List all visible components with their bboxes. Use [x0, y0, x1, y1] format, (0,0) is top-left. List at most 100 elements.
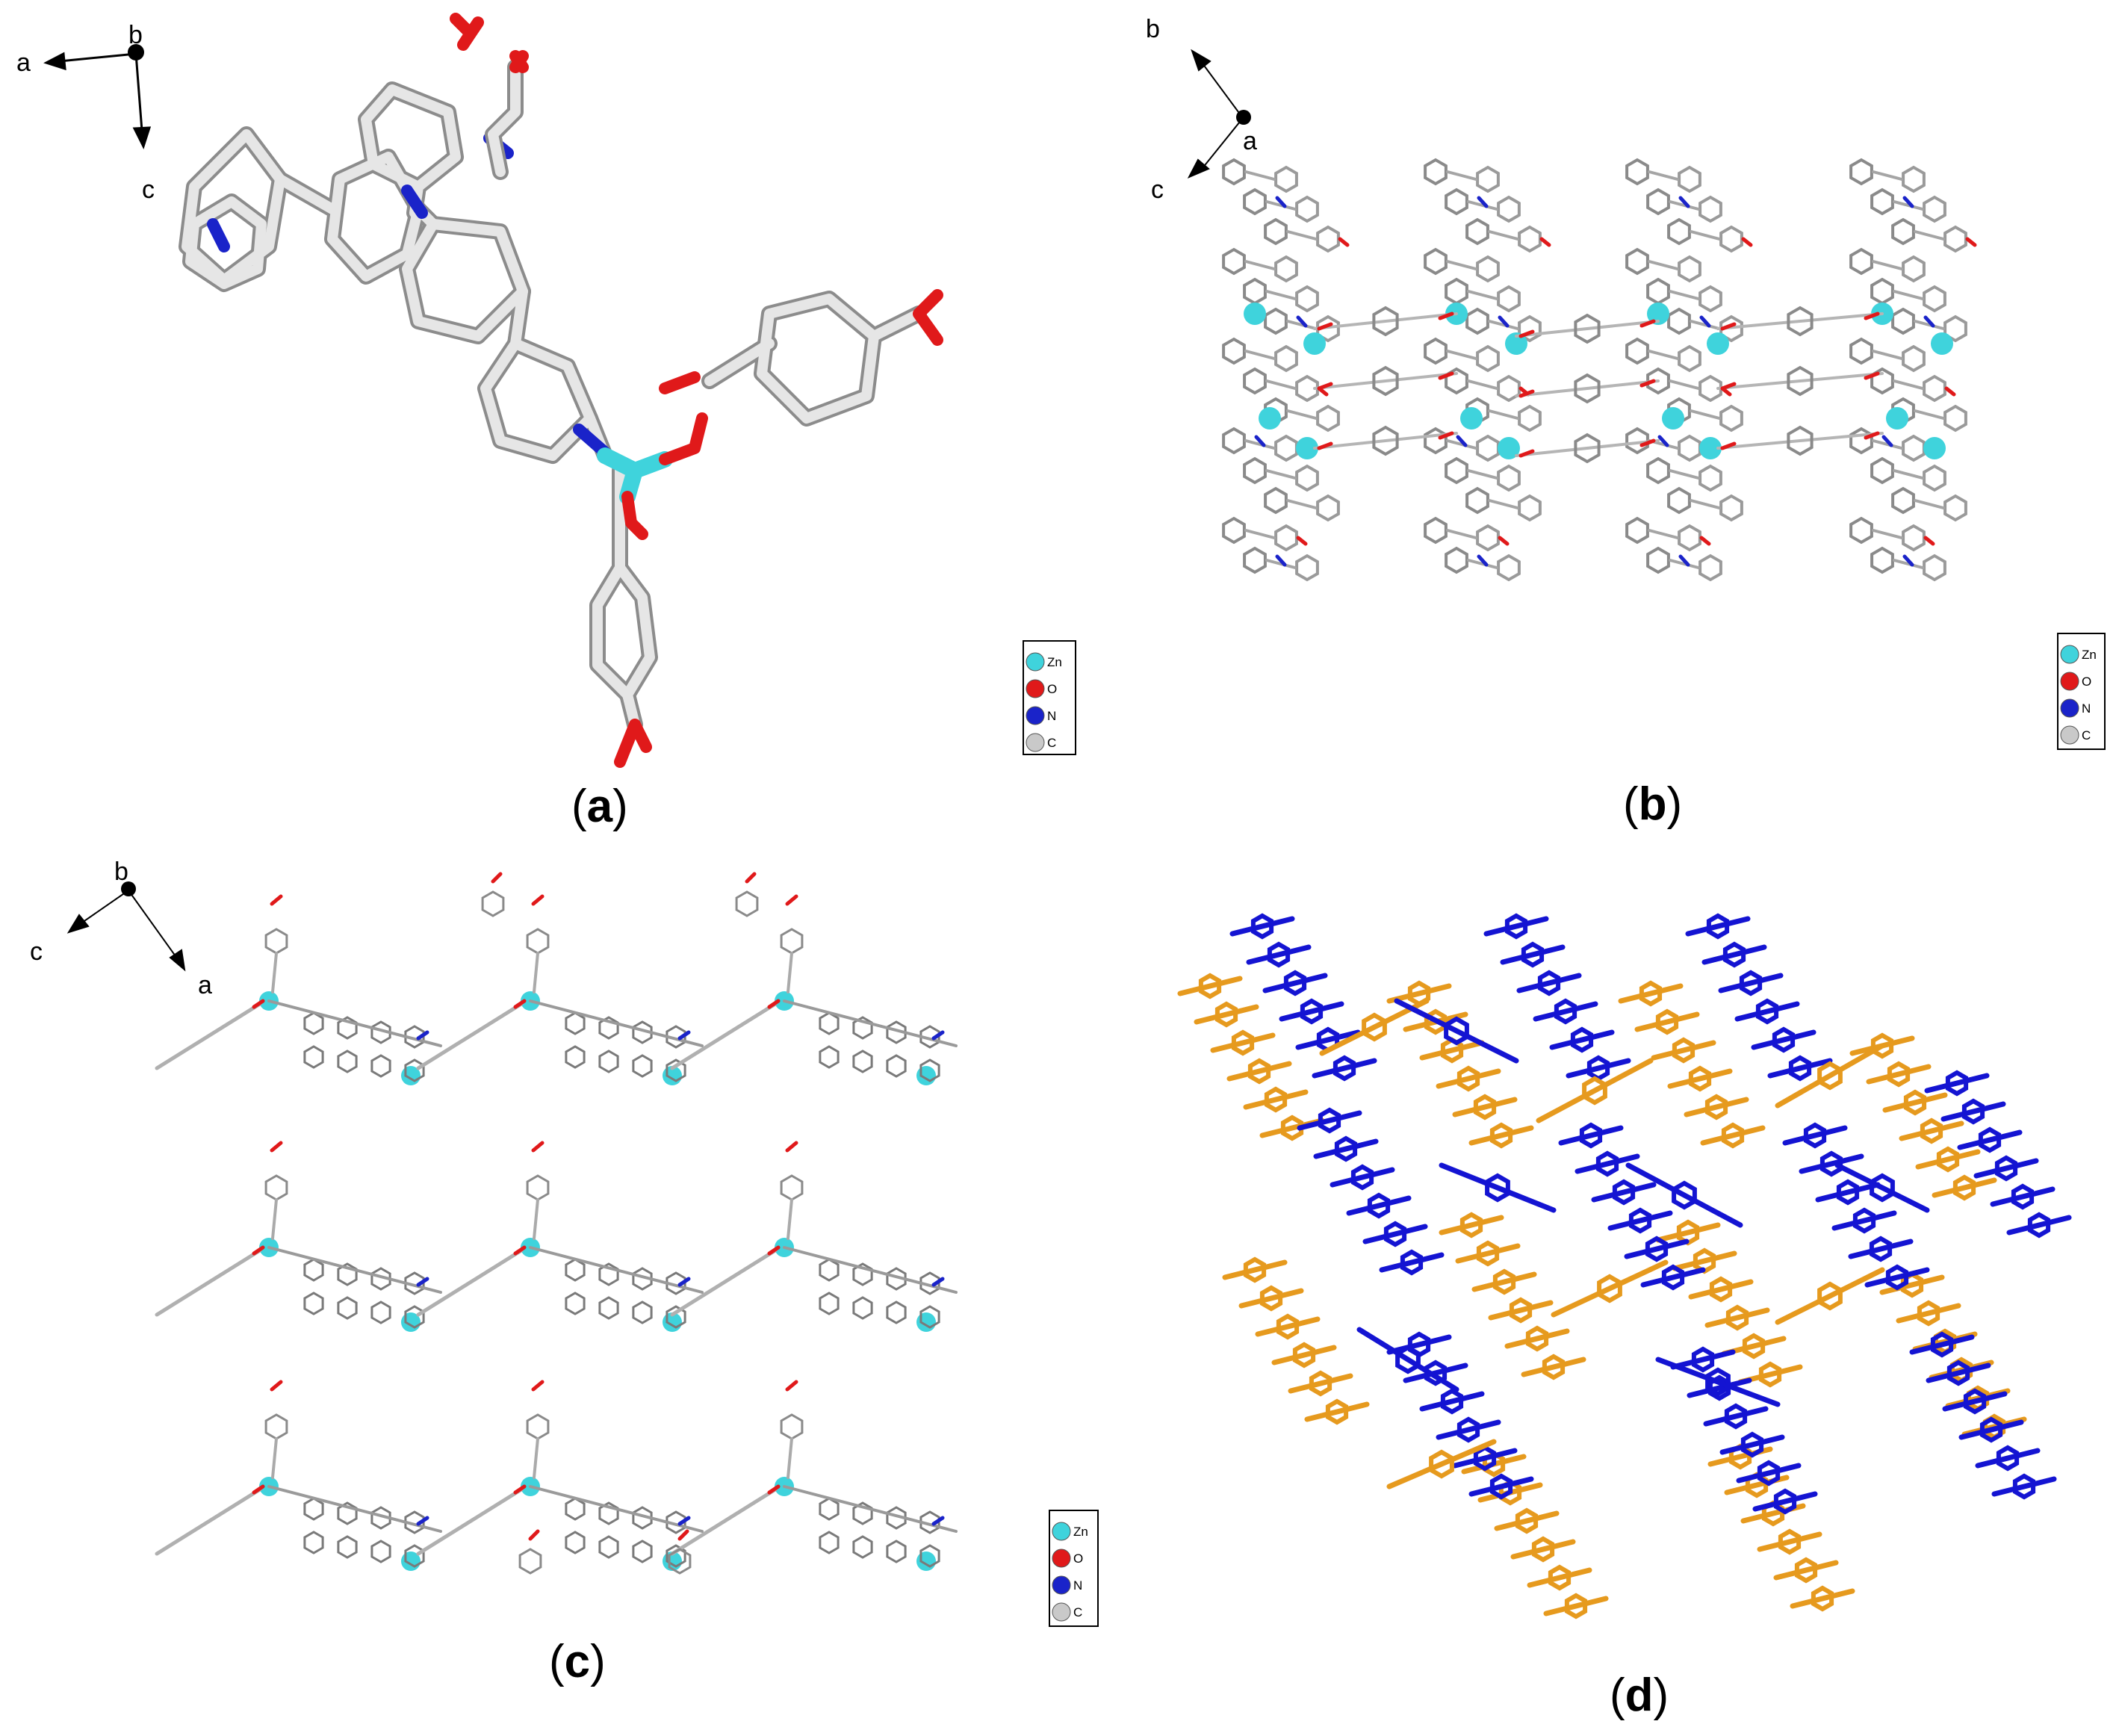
blue-net-bond	[1703, 1406, 1769, 1427]
orange-net-bond	[1386, 983, 1452, 1004]
ligand-bond	[1265, 379, 1297, 390]
blue-net-ring	[1961, 1098, 1985, 1125]
n-bond	[416, 1030, 429, 1041]
orange-net-bond	[1882, 1092, 1948, 1113]
linker-bond	[533, 1198, 539, 1240]
ligand-bond	[1690, 320, 1721, 330]
legend-label-zn: Zn	[1073, 1525, 1088, 1539]
ligand-ring	[1719, 225, 1743, 253]
ligand-bond	[1488, 230, 1519, 241]
ligand-ring	[1295, 554, 1319, 582]
orange-net-bond	[1773, 1560, 1839, 1581]
ligand-ring	[1445, 456, 1468, 485]
ligand-bond	[1265, 469, 1297, 480]
blue-net-bond	[1815, 1182, 1881, 1203]
linker-bond	[670, 1487, 778, 1556]
linker-ring	[780, 928, 804, 955]
zn-atom	[1296, 437, 1318, 459]
o-bond	[785, 894, 798, 906]
linker-ring	[735, 890, 759, 917]
n-bond	[1275, 554, 1287, 567]
ligand-bond	[1914, 409, 1945, 420]
ligand-bond	[1467, 379, 1498, 390]
ligand-ring	[1518, 404, 1542, 433]
ligand-bond	[1669, 379, 1700, 390]
blue-net-bond	[1313, 1138, 1379, 1159]
ligand-ring	[1295, 285, 1319, 313]
ligand-ring	[337, 1050, 358, 1073]
o-bond	[531, 1141, 545, 1153]
linker-bond	[1313, 432, 1458, 450]
blue-net-bond	[1403, 1363, 1468, 1383]
ligand-ring	[1243, 277, 1267, 306]
orange-net-bond	[1452, 1097, 1518, 1117]
blue-net-bond	[1346, 1195, 1412, 1216]
linker-ring	[526, 1413, 550, 1440]
ligand-ring	[598, 1296, 619, 1320]
blue-net-bond	[1566, 1058, 1631, 1079]
ligand-ring	[1316, 404, 1340, 433]
ligand-bond	[529, 1485, 704, 1533]
blue-net-bond	[1330, 1167, 1395, 1188]
orange-net-bond	[1177, 976, 1243, 996]
ligand-ring	[886, 1540, 907, 1563]
ligand-ring	[1891, 486, 1915, 515]
blue-net-ring	[1755, 998, 1779, 1025]
o-bond	[252, 1245, 265, 1256]
orange-net-ring	[1259, 1285, 1283, 1312]
n-bond	[1498, 315, 1510, 328]
ligand-bond	[1286, 499, 1318, 509]
legend-label-zn: Zn	[1047, 655, 1062, 669]
linker-bond	[1716, 372, 1884, 390]
ligand-bond	[1446, 170, 1477, 181]
ligand-ring	[1902, 165, 1926, 193]
linker-bond	[1515, 320, 1660, 338]
orange-net-ring	[1564, 1593, 1588, 1619]
linker-bond	[1515, 439, 1660, 457]
ligand-ring	[1465, 217, 1489, 246]
blue-net-bond	[1975, 1448, 2041, 1469]
ligand-ring	[565, 1258, 586, 1282]
n-bond	[931, 1516, 945, 1526]
o-bond	[1699, 536, 1711, 546]
ligand-bond	[1467, 559, 1498, 569]
linker-bond	[416, 1002, 524, 1070]
ligand-ring	[1698, 374, 1722, 403]
legend-label-n: N	[1073, 1578, 1082, 1593]
ligand-bond	[1893, 290, 1924, 300]
orange-net-bond	[1243, 1089, 1309, 1110]
ligand-ring	[852, 1296, 873, 1320]
ligand-ring	[1678, 524, 1701, 552]
blue-net-ring	[1628, 1207, 1652, 1234]
blue-net-ring	[1994, 1155, 2018, 1182]
o-bond	[1639, 438, 1656, 447]
orange-link-ring	[1817, 1061, 1843, 1091]
o-bond	[1639, 319, 1656, 328]
zn-atom	[1303, 332, 1326, 355]
orange-net-ring	[1292, 1342, 1316, 1368]
n-bond	[1477, 196, 1489, 208]
linker-ring	[1372, 365, 1399, 397]
ligand-ring	[1243, 456, 1267, 485]
ligand-bond	[1488, 409, 1519, 420]
ligand-bond	[1446, 439, 1477, 450]
blue-link-ring	[1485, 1173, 1510, 1203]
ligand-ring	[1923, 285, 1946, 313]
orange-net-ring	[1936, 1146, 1960, 1173]
blue-net-ring	[1300, 998, 1324, 1025]
blue-net-bond	[1973, 1158, 2039, 1179]
ligand-bond	[1244, 350, 1276, 360]
blue-net-ring	[1722, 941, 1746, 968]
orange-net-ring	[1672, 1037, 1695, 1064]
ligand-ring	[666, 1058, 686, 1082]
ligand-bond	[1648, 260, 1679, 270]
legend-swatch-o	[1026, 679, 1045, 698]
blue-link	[1655, 1357, 1781, 1407]
ligand-ring	[1274, 344, 1298, 373]
ligand-bond	[1446, 260, 1477, 270]
ligand-bond	[1669, 290, 1700, 300]
blue-link-ring	[1705, 1367, 1731, 1397]
